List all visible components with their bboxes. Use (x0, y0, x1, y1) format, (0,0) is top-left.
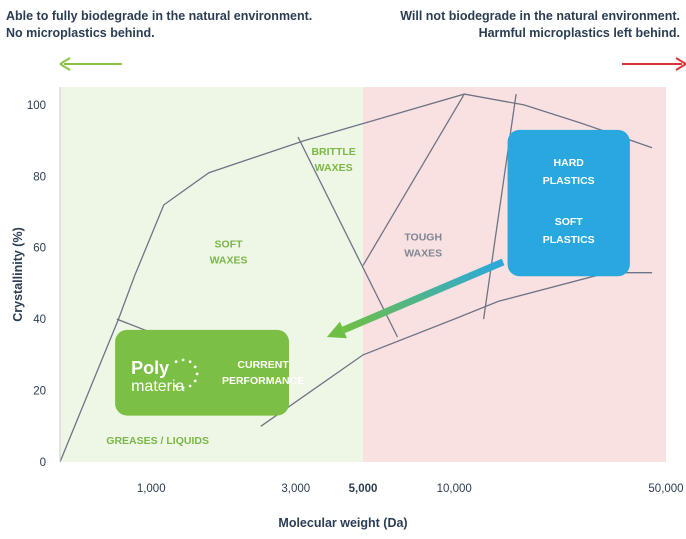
y-tick-label: 100 (27, 100, 46, 112)
region-label-1-0: SOFT (215, 239, 244, 251)
header-right-line2: Harmful microplastics left behind. (478, 26, 680, 40)
line-envelope-top (59, 93, 653, 463)
y-tick-label: 20 (33, 386, 46, 398)
header-left-line2: No microplastics behind. (6, 26, 155, 40)
y-tick-label: 40 (33, 314, 46, 326)
y-axis-title: Crystallinity (%) (11, 227, 25, 321)
plastics-label-0: HARD (554, 157, 585, 169)
region-label-3-0: GREASES / LIQUIDS (106, 435, 209, 447)
line-soft-brittle-divider (297, 136, 399, 338)
line-tough-waxes-right (482, 94, 517, 320)
plastics-label-1: PLASTICS (543, 175, 595, 187)
performance-arrowhead (326, 321, 347, 339)
region-label-2-0: TOUGH (404, 232, 442, 244)
y-tick-label: 60 (33, 243, 46, 255)
region-label-2-1: WAXES (404, 248, 442, 260)
x-tick-label: 10,000 (437, 483, 472, 495)
region-label-0-1: WAXES (315, 162, 353, 174)
x-tick-label: 5,000 (349, 483, 378, 495)
current-performance-box (115, 329, 290, 416)
region-label-0-0: BRITTLE (311, 146, 355, 158)
header-left-line1: Able to fully biodegrade in the natural … (6, 9, 313, 23)
x-axis-title: Molecular weight (Da) (278, 516, 407, 530)
logo-dots-icon (174, 358, 199, 390)
left-arrowhead (59, 57, 71, 71)
performance-arrow-shaft (342, 258, 505, 334)
x-tick-label: 1,000 (137, 483, 166, 495)
header-left: Able to fully biodegrade in the natural … (6, 8, 312, 42)
x-tick-label: 3,000 (281, 483, 310, 495)
line-tough-waxes-left (362, 93, 465, 266)
right-arrowhead (675, 57, 686, 71)
logo-text-poly: Poly (131, 358, 169, 378)
plastics-label-3: PLASTICS (543, 234, 595, 246)
header-right: Will not biodegrade in the natural envir… (400, 8, 680, 42)
plastics-box (507, 129, 630, 277)
region-label-1-1: WAXES (210, 255, 248, 267)
y-tick-label: 0 (40, 457, 46, 469)
y-tick-label: 80 (33, 171, 46, 183)
logo-text-materia: materia (131, 378, 184, 395)
current-performance-label-1: PERFORMANCE (222, 375, 304, 387)
plastics-label-2: SOFT (555, 216, 584, 228)
current-performance-label-0: CURRENT (237, 359, 289, 371)
header-right-line1: Will not biodegrade in the natural envir… (400, 9, 680, 23)
x-tick-label: 50,000 (648, 483, 683, 495)
